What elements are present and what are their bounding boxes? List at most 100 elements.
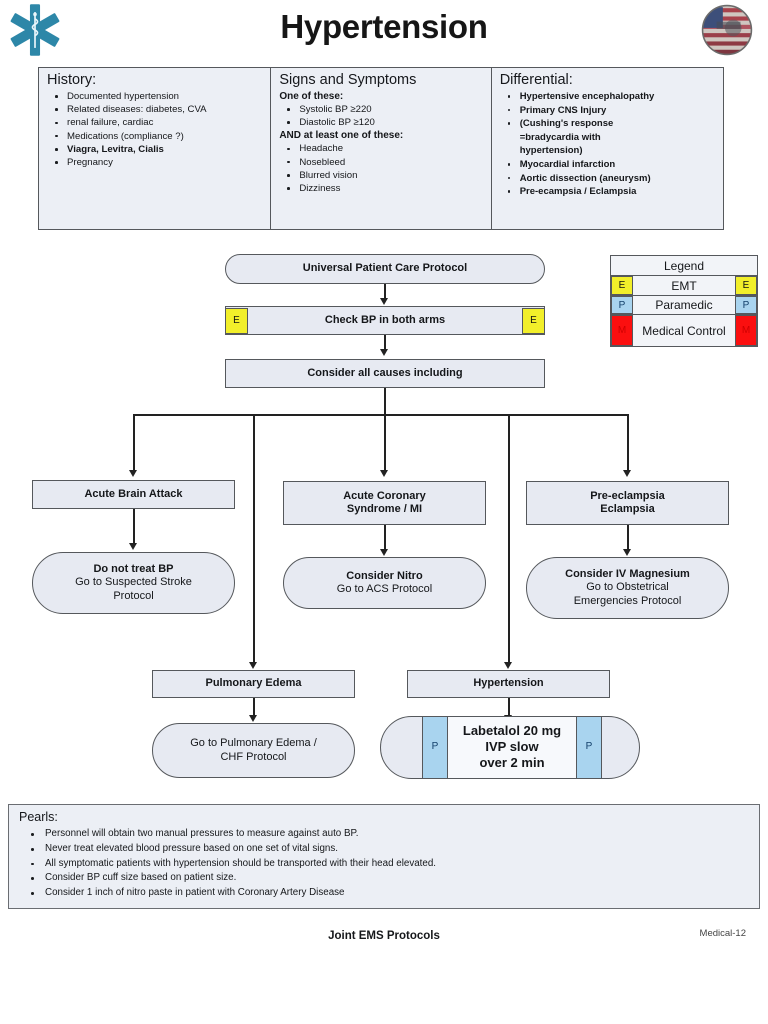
list-item: (Cushing's response: [500, 117, 717, 131]
node-label-line3: Protocol: [113, 589, 154, 602]
node-acute-coronary-syndrome[interactable]: Acute Coronary Syndrome / MI: [283, 481, 486, 525]
list-item: Myocardial infarction: [500, 158, 717, 172]
node-do-not-treat-bp[interactable]: Do not treat BP Go to Suspected Stroke P…: [32, 552, 235, 614]
node-label-line1: Go to Pulmonary Edema /: [190, 737, 317, 749]
node-label-line2: CHF Protocol: [220, 750, 287, 763]
legend-row-medical-control: M Medical Control M: [611, 315, 757, 346]
node-consider-nitro[interactable]: Consider Nitro Go to ACS Protocol: [283, 557, 486, 609]
connector-eclampsia-to-action: [627, 525, 629, 551]
arrow-head: [129, 543, 138, 550]
list-item: Consider BP cuff size based on patient s…: [19, 871, 751, 886]
node-label-line2: Go to Suspected Stroke: [75, 576, 192, 589]
connector-universal-to-checkbp: [384, 284, 386, 301]
marker-label: E: [530, 315, 537, 326]
node-labetalol-order[interactable]: Labetalol 20 mg IVP slow over 2 min P P: [380, 715, 640, 779]
node-label-line1: Consider IV Magnesium: [565, 567, 690, 580]
marker-label: P: [585, 741, 593, 753]
marker-label: P: [431, 741, 439, 753]
marker-label: E: [233, 315, 240, 326]
connector-bus-to-brain: [133, 414, 135, 472]
legend-row-emt: E EMT E: [611, 276, 757, 296]
legend-label-line2: Control: [687, 323, 726, 338]
legend-code-paramedic-right: P: [735, 296, 757, 314]
node-acute-brain-attack[interactable]: Acute Brain Attack: [32, 480, 235, 509]
list-item: Systolic BP ≥220: [279, 103, 484, 116]
signs-symptoms-column: Signs and Symptoms One of these: Systoli…: [271, 68, 492, 229]
connector-branch-bus: [133, 414, 627, 416]
arrow-head: [249, 662, 258, 669]
list-item: Diastolic BP ≥120: [279, 116, 484, 129]
footer-title: Joint EMS Protocols: [328, 930, 440, 942]
marker-emt-right-checkbp: E: [522, 307, 545, 334]
marker-paramedic-right-labetalol: P: [576, 715, 602, 779]
connector-bus-to-hypertension: [508, 414, 510, 664]
node-pre-eclampsia[interactable]: Pre-eclampsia Eclampsia: [526, 481, 729, 525]
connector-pulmonary-to-action: [253, 698, 255, 717]
node-go-to-pulmonary-edema-chf[interactable]: Go to Pulmonary Edema / CHF Protocol: [152, 723, 355, 778]
node-consider-all-causes[interactable]: Consider all causes including: [225, 359, 545, 388]
connector-hypertension-to-action: [508, 698, 510, 717]
list-item: Related diseases: diabetes, CVA: [47, 103, 264, 116]
differential-list: Hypertensive encephalopathy Primary CNS …: [500, 90, 717, 199]
connector-bus-to-pulmonary: [253, 414, 255, 664]
clinical-info-table: History: Documented hypertension Related…: [38, 67, 724, 230]
labetalol-inner-panel: Labetalol 20 mg IVP slow over 2 min: [422, 715, 602, 779]
history-list: Documented hypertension Related diseases…: [47, 90, 264, 169]
connector-brain-to-action: [133, 509, 135, 545]
node-label-line3: Emergencies Protocol: [573, 594, 682, 607]
node-label: Check BP in both arms: [324, 313, 446, 326]
node-label: Consider all causes including: [307, 366, 463, 379]
signs-group-1-list: Systolic BP ≥220 Diastolic BP ≥120: [279, 103, 484, 129]
list-item: Headache: [279, 142, 484, 155]
arrow-head: [504, 662, 513, 669]
node-check-bp-both-arms[interactable]: Check BP in both arms: [225, 306, 545, 335]
connector-causes-stem: [384, 388, 386, 415]
arrow-head: [623, 470, 632, 477]
marker-paramedic-left-labetalol: P: [422, 715, 448, 779]
legend-code-emt-right: E: [735, 276, 757, 295]
node-label-line1: Pre-eclampsia: [590, 489, 665, 502]
list-item: renal failure, cardiac: [47, 116, 264, 129]
arrow-head: [623, 549, 632, 556]
list-item: All symptomatic patients with hypertensi…: [19, 857, 751, 872]
node-pulmonary-edema[interactable]: Pulmonary Edema: [152, 670, 355, 698]
node-universal-patient-care-protocol[interactable]: Universal Patient Care Protocol: [225, 254, 545, 284]
list-item: Never treat elevated blood pressure base…: [19, 842, 751, 857]
connector-checkbp-to-causes: [384, 335, 386, 352]
pearls-list: Personnel will obtain two manual pressur…: [19, 827, 751, 901]
arrow-head: [380, 549, 389, 556]
node-label-line2: Eclampsia: [600, 503, 655, 515]
legend-label-emt: EMT: [671, 278, 697, 293]
pearls-box: Pearls: Personnel will obtain two manual…: [8, 804, 760, 909]
legend-code-emt-left: E: [611, 276, 633, 295]
list-item: Hypertensive encephalopathy: [500, 90, 717, 104]
list-item: Pre-ecampsia / Eclampsia: [500, 185, 717, 199]
list-item: Consider 1 inch of nitro paste in patien…: [19, 886, 751, 901]
connector-acs-to-action: [384, 525, 386, 551]
page-title: Hypertension: [280, 8, 488, 45]
legend-title: Legend: [611, 256, 757, 276]
node-label-line1: Acute Coronary: [343, 489, 426, 502]
list-item: Documented hypertension: [47, 90, 264, 103]
list-item: Primary CNS Injury: [500, 104, 717, 118]
node-label-line3: over 2 min: [479, 755, 545, 771]
signs-subhead-and-at-least-one: AND at least one of these:: [279, 130, 404, 142]
node-hypertension[interactable]: Hypertension: [407, 670, 610, 698]
arrow-head: [380, 470, 389, 477]
node-label: Acute Brain Attack: [84, 487, 183, 500]
connector-bus-to-eclampsia: [627, 414, 629, 472]
marker-emt-left-checkbp: E: [225, 307, 248, 334]
list-item: =bradycardia with: [519, 131, 601, 143]
legend-box: Legend E EMT E P Paramedic P M Medical C…: [610, 255, 758, 347]
list-item: Pregnancy: [47, 156, 264, 169]
legend-code-paramedic-left: P: [611, 296, 633, 314]
legend-label-paramedic: Paramedic: [655, 298, 713, 312]
differential-column: Differential: Hypertensive encephalopath…: [492, 68, 723, 229]
list-item: Blurred vision: [279, 169, 484, 182]
node-consider-iv-magnesium[interactable]: Consider IV Magnesium Go to Obstetrical …: [526, 557, 729, 619]
list-item: Medications (compliance ?): [47, 130, 264, 143]
arrow-head: [380, 298, 389, 305]
arrow-head: [249, 715, 258, 722]
history-column: History: Documented hypertension Related…: [39, 68, 272, 229]
